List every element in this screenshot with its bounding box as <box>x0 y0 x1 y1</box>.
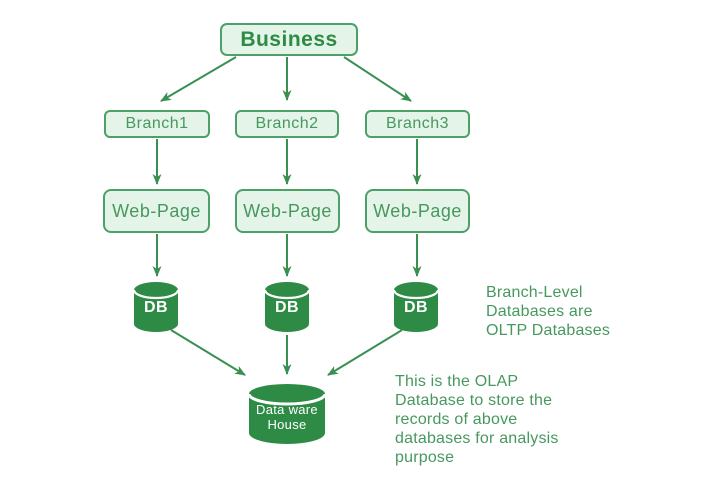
warehouse-label: Data ware House <box>256 402 318 432</box>
node-db1: DB <box>133 281 179 333</box>
node-db2: DB <box>264 281 310 333</box>
arrow-business-branch3 <box>343 56 412 102</box>
arrow-db3-warehouse <box>327 329 403 376</box>
db-label: DB <box>403 299 429 316</box>
db-label: DB <box>143 299 169 316</box>
node-branch1: Branch1 <box>104 110 210 138</box>
db-label: DB <box>274 299 300 316</box>
node-db3: DB <box>393 281 439 333</box>
node-branch2: Branch2 <box>235 110 339 138</box>
node-webpage3: Web-Page <box>365 189 470 233</box>
database-cylinder-icon <box>264 282 310 332</box>
annotation-oltp: Branch-Level Databases are OLTP Database… <box>486 284 611 339</box>
annotation-olap: This is the OLAP Database to store the r… <box>395 373 559 466</box>
arrow-db1-warehouse <box>170 329 246 376</box>
node-webpage1: Web-Page <box>103 189 210 233</box>
database-cylinder-icon <box>393 282 439 332</box>
node-branch3: Branch3 <box>365 110 470 138</box>
node-webpage2: Web-Page <box>235 189 340 233</box>
node-business: Business <box>220 23 358 56</box>
warehouse-cylinder-icon <box>248 384 326 444</box>
node-data-warehouse: Data ware House <box>248 383 326 447</box>
database-cylinder-icon <box>133 282 179 332</box>
arrow-business-branch1 <box>160 56 237 102</box>
